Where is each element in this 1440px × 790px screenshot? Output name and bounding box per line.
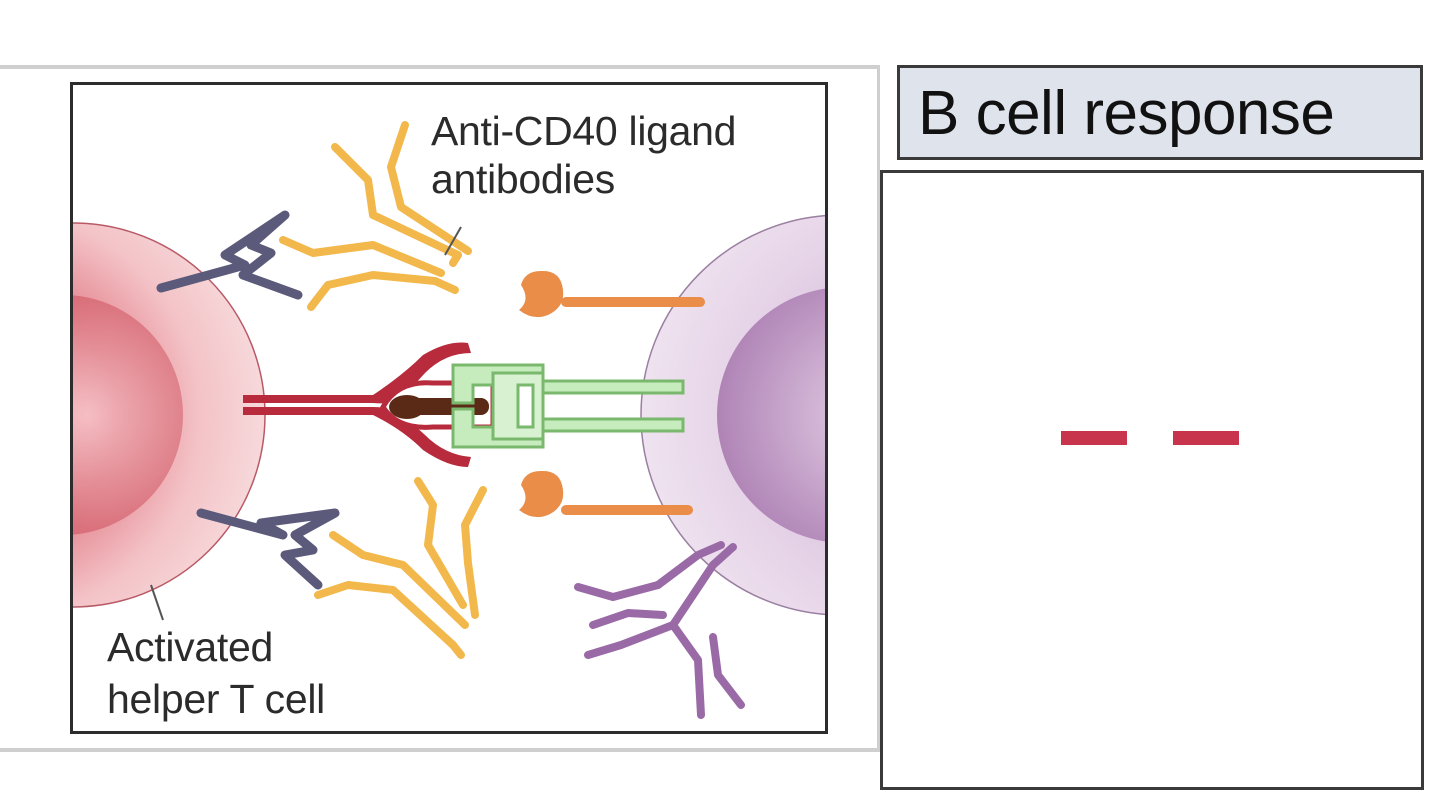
b-cell-response-panel: – – xyxy=(880,170,1424,790)
antibody-label-line-2: antibodies xyxy=(431,156,615,202)
panel-top-rule xyxy=(0,65,880,69)
cd40-blockade-diagram: Anti-CD40 ligand antibodies Activated he… xyxy=(70,82,828,734)
b-cell-response-title: B cell response xyxy=(918,79,1335,148)
diagram-illustration xyxy=(73,121,825,719)
helper-t-cell xyxy=(73,222,266,621)
t-cell-label-line-2: helper T cell xyxy=(107,676,325,722)
t-cell-label-line-1: Activated xyxy=(107,624,273,670)
panel-bottom-rule xyxy=(0,748,880,752)
cd40-receptor xyxy=(451,363,685,449)
b-cell-response-header: B cell response xyxy=(897,65,1423,160)
antibody-label-pointer xyxy=(444,226,462,256)
antibody-label-line-1: Anti-CD40 ligand xyxy=(431,108,737,154)
anti-cd40l-antibody-top xyxy=(279,121,472,311)
b-cell xyxy=(640,214,825,616)
negative-response-dash-2 xyxy=(1173,431,1239,445)
b-cell-surface-antibody xyxy=(574,541,745,719)
b7-ligand-top xyxy=(519,270,705,318)
cd28-receptor-bottom xyxy=(196,508,340,590)
anti-cd40l-antibody-bottom xyxy=(314,477,487,659)
negative-response-dash-1 xyxy=(1061,431,1127,445)
panel-divider-rule xyxy=(877,65,880,752)
b7-ligand-bottom xyxy=(519,470,693,518)
cd28-receptor-top xyxy=(156,210,303,300)
